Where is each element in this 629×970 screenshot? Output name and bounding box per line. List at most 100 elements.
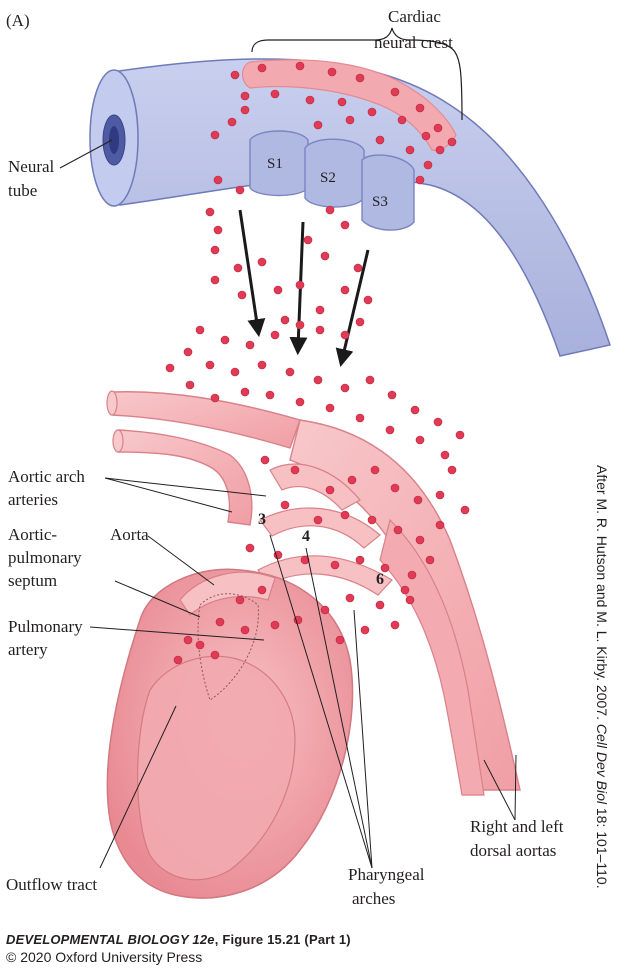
crest-cell — [210, 275, 220, 285]
crest-cell — [240, 625, 250, 635]
crest-cell — [210, 650, 220, 660]
figure-caption: DEVELOPMENTAL BIOLOGY 12e, Figure 15.21 … — [6, 932, 351, 947]
crest-cell — [235, 185, 245, 195]
crest-cell — [360, 625, 370, 635]
crest-cell — [400, 585, 410, 595]
crest-cell — [405, 595, 415, 605]
crest-cell — [367, 515, 377, 525]
pulmonary-artery-label-line1: Pulmonary — [8, 617, 83, 636]
crest-cell — [313, 375, 323, 385]
crest-cell — [353, 263, 363, 273]
crest-cell — [390, 620, 400, 630]
crest-cell — [230, 367, 240, 377]
crest-cell — [387, 390, 397, 400]
pulmonary-artery-label-line2: artery — [8, 640, 48, 659]
crest-cell — [340, 285, 350, 295]
crest-cell — [257, 257, 267, 267]
neural-tube — [89, 58, 611, 357]
crest-cell — [245, 543, 255, 553]
crest-cell — [210, 245, 220, 255]
crest-cell — [215, 617, 225, 627]
crest-cell — [295, 61, 305, 71]
crest-cell — [273, 285, 283, 295]
crest-cell — [345, 115, 355, 125]
crest-cell — [315, 305, 325, 315]
crest-cell — [183, 347, 193, 357]
crest-cell — [365, 375, 375, 385]
crest-cell — [213, 225, 223, 235]
crest-cell — [367, 107, 377, 117]
crest-cell — [240, 91, 250, 101]
crest-cell — [173, 655, 183, 665]
crest-cell — [165, 363, 175, 373]
crest-cell — [370, 465, 380, 475]
crest-cell — [260, 455, 270, 465]
crest-cell — [227, 117, 237, 127]
somites — [249, 130, 415, 231]
credit-authors: After M. R. Hutson and M. L. Kirby. 2007… — [594, 465, 610, 724]
crest-cell — [325, 403, 335, 413]
crest-cell — [195, 325, 205, 335]
crest-cell — [230, 70, 240, 80]
crest-cell — [240, 387, 250, 397]
crest-cell — [270, 89, 280, 99]
heart — [106, 568, 354, 899]
pharyngeal-arches-label-line2: arches — [352, 889, 395, 908]
crest-cell — [355, 73, 365, 83]
crest-cell — [455, 430, 465, 440]
crest-cell — [447, 137, 457, 147]
crest-cell — [385, 425, 395, 435]
crest-cell — [355, 317, 365, 327]
crest-cell — [460, 505, 470, 515]
figure-number: , Figure 15.21 (Part 1) — [214, 932, 351, 947]
crest-cell — [423, 160, 433, 170]
aortic-pulmonary-septum-label-line3: septum — [8, 571, 57, 590]
crest-cell — [295, 280, 305, 290]
dorsal-aortas-label-line2: dorsal aortas — [470, 841, 556, 860]
aortic-arch-arteries-label-line2: arteries — [8, 490, 58, 509]
migration-arrow-1 — [238, 209, 266, 338]
crest-cell — [415, 103, 425, 113]
credit-pages: 18: 101–110. — [594, 804, 610, 889]
outflow-tract-label: Outflow tract — [6, 875, 97, 894]
crest-cell — [340, 220, 350, 230]
crest-cell — [410, 405, 420, 415]
crest-cell — [380, 563, 390, 573]
panel-label: (A) — [6, 11, 30, 30]
crest-cell — [185, 380, 195, 390]
crest-cell — [330, 560, 340, 570]
aortic-pulmonary-septum-label-line2: pulmonary — [8, 548, 82, 567]
crest-cell — [210, 130, 220, 140]
crest-cell — [285, 367, 295, 377]
crest-cell — [327, 67, 337, 77]
crest-cell — [293, 615, 303, 625]
neural-tube-leader — [59, 139, 113, 169]
book-title: DEVELOPMENTAL BIOLOGY 12e — [6, 932, 215, 947]
arch-4-label: 4 — [302, 528, 310, 545]
aorta-label: Aorta — [110, 525, 149, 544]
crest-cell — [355, 413, 365, 423]
copyright-line: © 2020 Oxford University Press — [6, 949, 203, 965]
crest-cell — [340, 383, 350, 393]
crest-cell — [421, 131, 431, 141]
crest-cell — [325, 205, 335, 215]
crest-cell — [290, 465, 300, 475]
crest-cell — [305, 95, 315, 105]
crest-cell — [340, 510, 350, 520]
crest-cell — [270, 620, 280, 630]
cardiac-crest-brace — [251, 27, 463, 121]
crest-cell — [435, 490, 445, 500]
credit-journal: Cell Dev Biol — [594, 723, 610, 804]
crest-cell — [390, 483, 400, 493]
crest-cell — [447, 465, 457, 475]
crest-cell — [235, 595, 245, 605]
crest-cell — [257, 360, 267, 370]
somite-s1-label: S1 — [267, 156, 283, 172]
crest-cell — [233, 263, 243, 273]
crest-cell — [347, 475, 357, 485]
crest-cell — [265, 390, 275, 400]
migration-arrow-3 — [335, 249, 370, 368]
crest-cell — [415, 175, 425, 185]
crest-cell — [320, 251, 330, 261]
